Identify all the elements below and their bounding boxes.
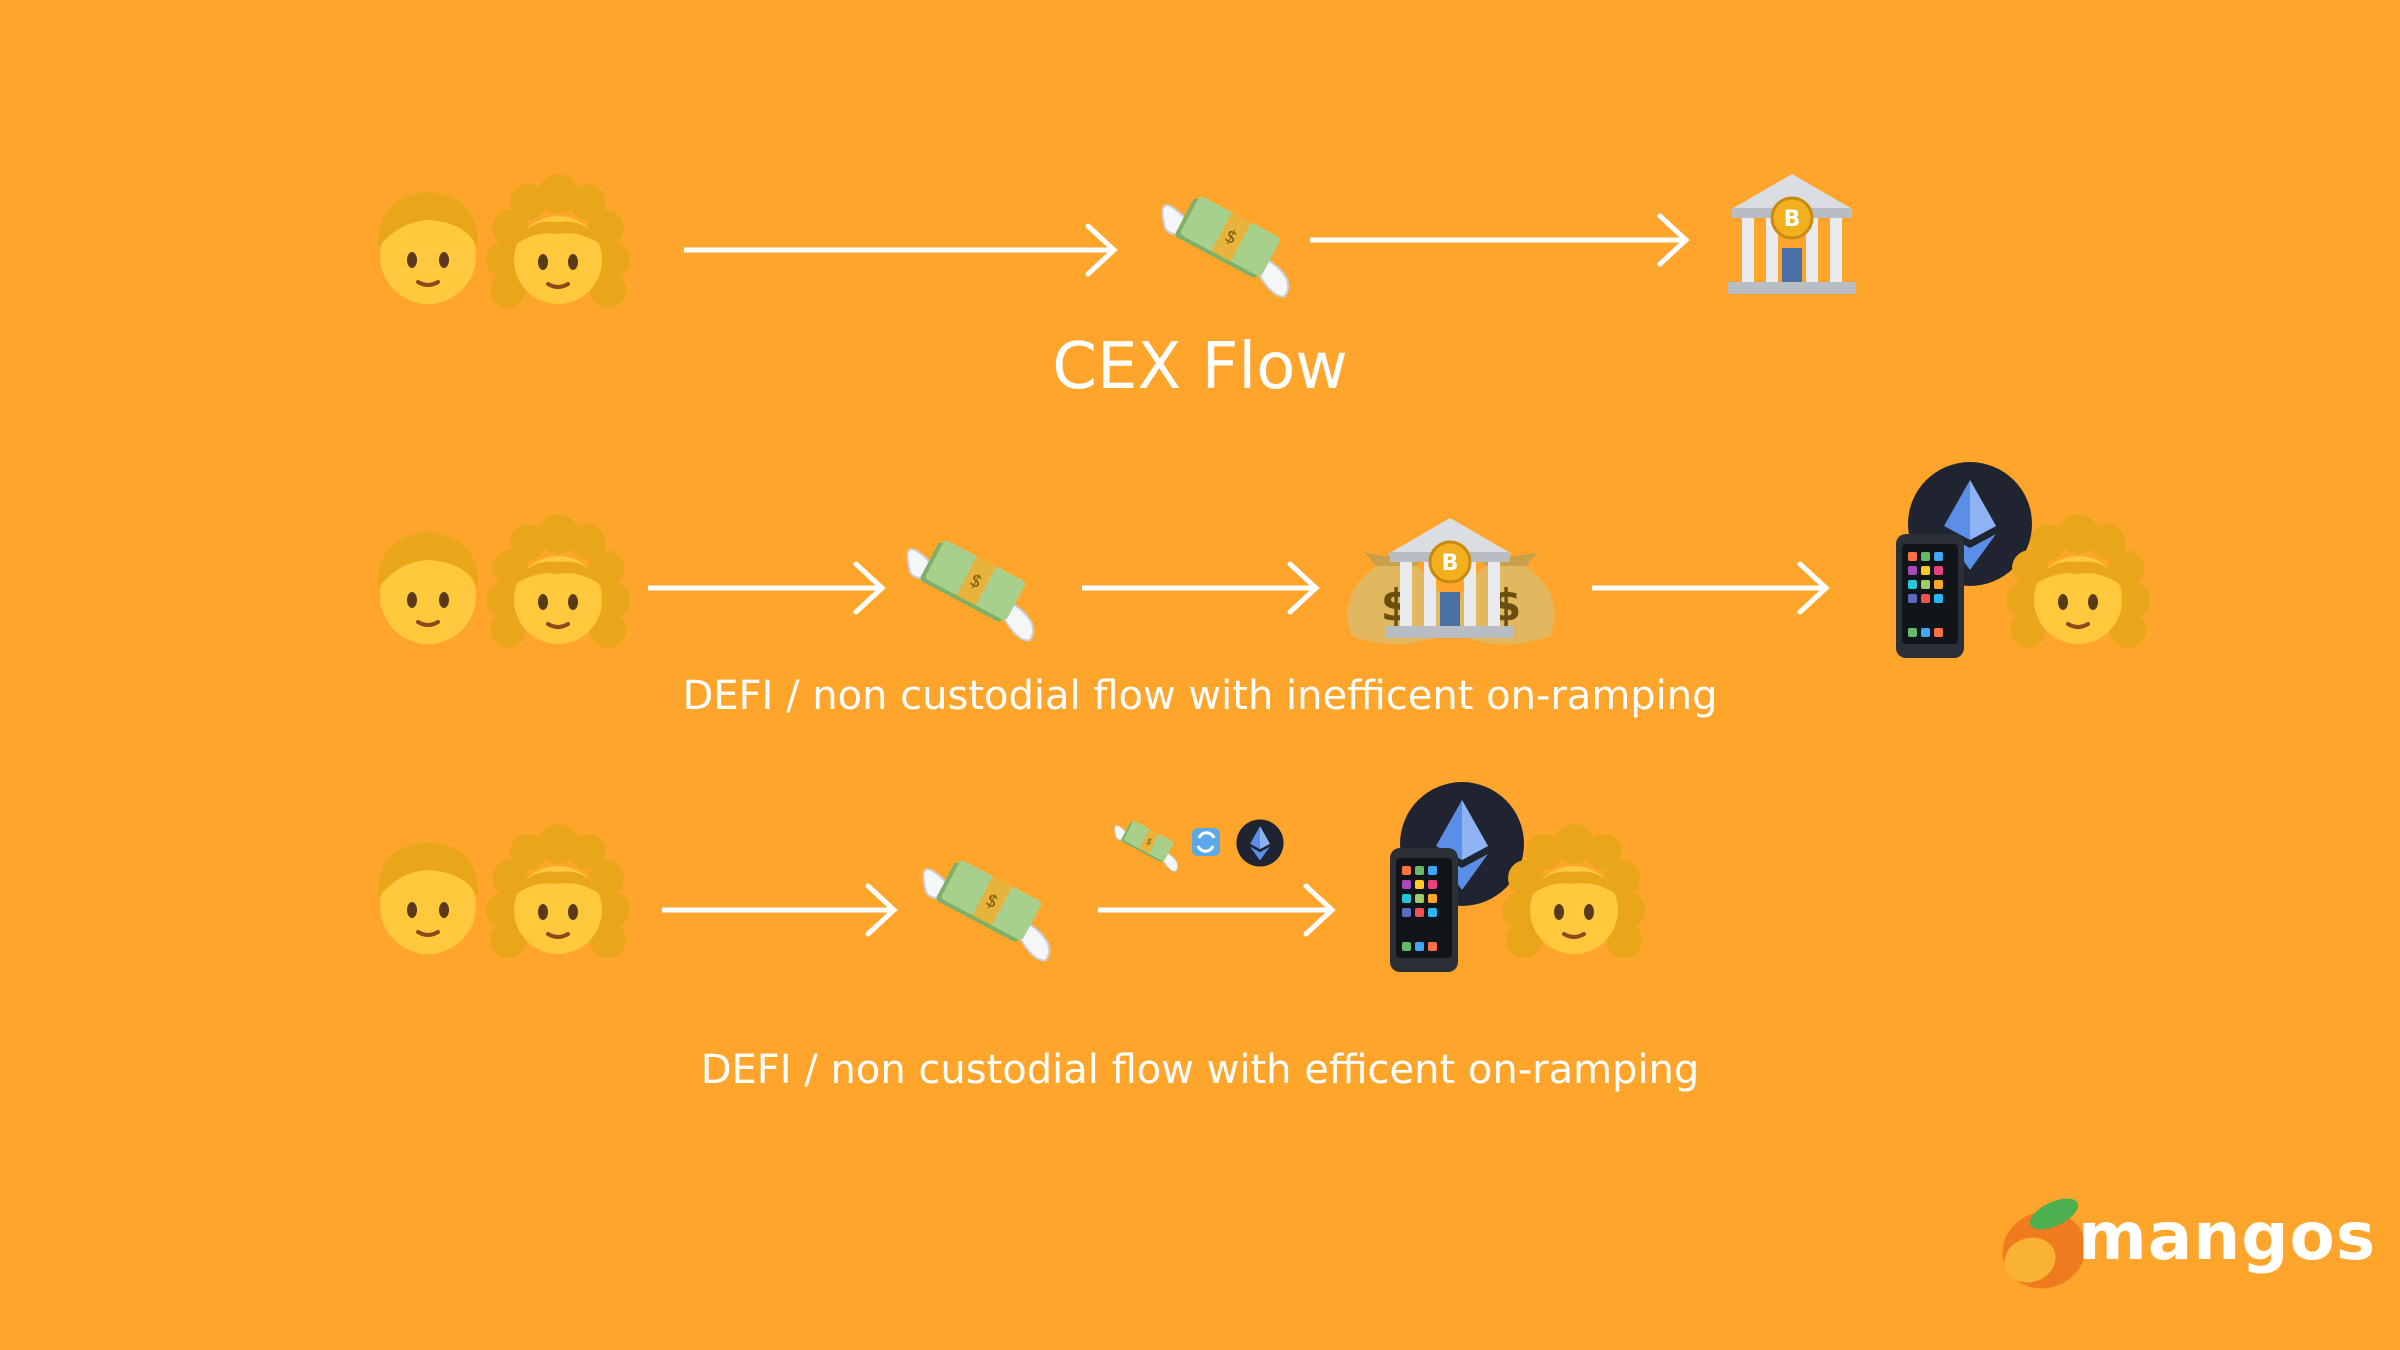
arrow-row1-a (684, 223, 1118, 277)
arrow-row2-a (648, 561, 886, 615)
woman-icon (484, 822, 632, 960)
flying-money-icon (1161, 192, 1290, 298)
arrow-row1-b (1310, 213, 1690, 267)
woman-icon (484, 172, 632, 310)
arrow-row2-b (1082, 561, 1320, 615)
efficient-flow-caption: DEFI / non custodial flow with efficent … (700, 1047, 1700, 1093)
mobile-phone-icon (1390, 848, 1458, 972)
bitcoin-bank-icon (1726, 172, 1858, 296)
person-icon (375, 190, 481, 306)
person-icon (375, 840, 481, 956)
arrow-row2-c (1592, 561, 1830, 615)
flying-money-icon (922, 856, 1051, 962)
mango-icon (2002, 1198, 2086, 1289)
inefficient-flow-caption: DEFI / non custodial flow with inefficen… (682, 673, 1718, 719)
woman-icon (484, 512, 632, 650)
arrow-row3-b (1098, 883, 1336, 937)
cex-flow-title: CEX Flow (1052, 330, 1348, 404)
mangos-logo-text: mangos (2078, 1198, 2377, 1275)
mobile-phone-icon (1896, 534, 1964, 658)
flying-money-icon (1114, 819, 1179, 872)
person-icon (375, 530, 481, 646)
bitcoin-bank-icon (1384, 516, 1516, 640)
arrow-row3-a (662, 883, 898, 937)
ethereum-icon (1236, 819, 1284, 867)
flying-money-icon (906, 536, 1035, 642)
swap-icon (1192, 828, 1220, 856)
